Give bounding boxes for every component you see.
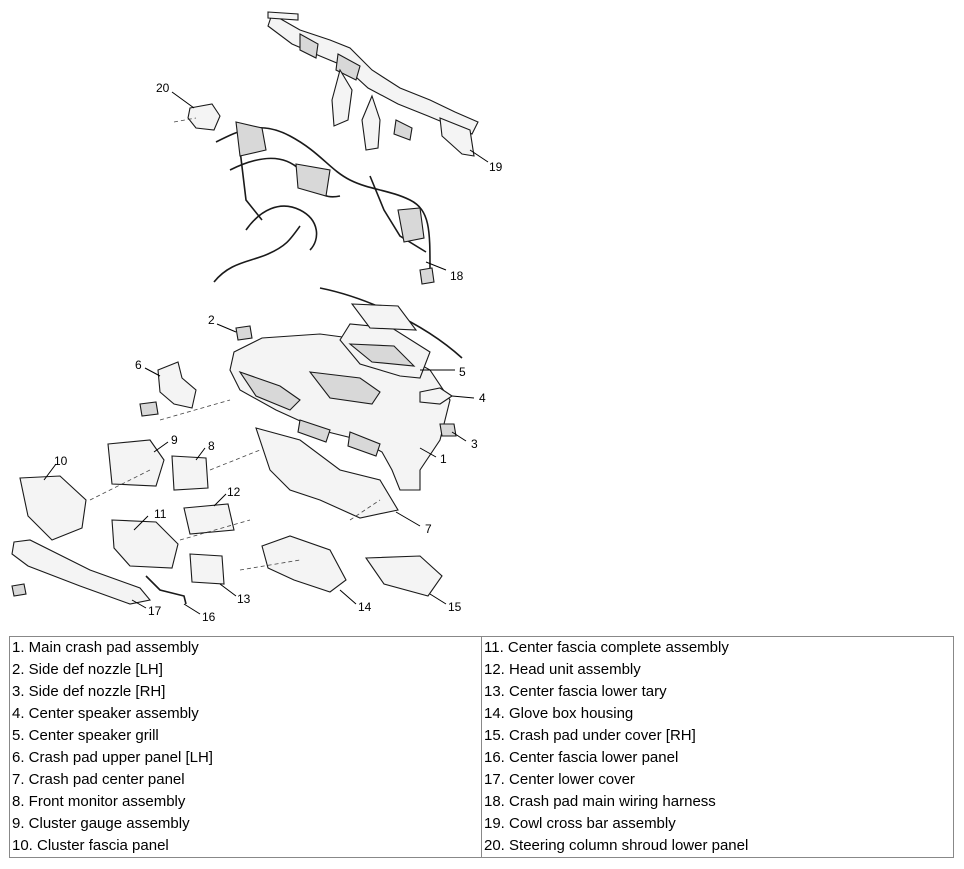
- callout-1: 1: [440, 452, 447, 466]
- legend-item: 11. Center fascia complete assembly: [481, 636, 954, 659]
- side-def-nozzle-rh-part: [439, 423, 457, 437]
- glove-box-part: [261, 535, 347, 593]
- callout-11: 11: [154, 507, 167, 521]
- callout-18: 18: [450, 269, 464, 283]
- callout-20: 20: [156, 81, 170, 95]
- center-fascia-lower-panel-part: [145, 575, 187, 605]
- small-vent-part: [139, 401, 159, 417]
- legend-item: 5. Center speaker grill: [9, 725, 482, 747]
- callout-7: 7: [425, 522, 432, 536]
- head-unit-part: [183, 503, 235, 535]
- cowl-cross-bar-part: [267, 11, 479, 157]
- legend-item: 13. Center fascia lower tary: [481, 681, 954, 703]
- legend-item: 10. Cluster fascia panel: [9, 835, 482, 858]
- callout-9: 9: [171, 433, 178, 447]
- speaker-grill-part: [319, 287, 463, 379]
- legend-item: 8. Front monitor assembly: [9, 791, 482, 813]
- legend-item: 4. Center speaker assembly: [9, 703, 482, 725]
- assembly-dash-lines: [89, 399, 381, 571]
- leader-lines: [43, 91, 489, 615]
- legend-item: 9. Cluster gauge assembly: [9, 813, 482, 835]
- cluster-fascia-part: [19, 475, 87, 541]
- legend-item: 20. Steering column shroud lower panel: [481, 835, 954, 858]
- legend-item: 15. Crash pad under cover [RH]: [481, 725, 954, 747]
- legend-item: 18. Crash pad main wiring harness: [481, 791, 954, 813]
- callout-3: 3: [471, 437, 478, 451]
- exploded-parts-diagram: 20 19 18 2 6 5 4 3 1 7 8 9 10 11 12 13 1…: [11, 11, 503, 624]
- callout-8: 8: [208, 439, 215, 453]
- callout-2: 2: [208, 313, 215, 327]
- callout-17: 17: [148, 604, 162, 618]
- legend-item: 14. Glove box housing: [481, 703, 954, 725]
- callout-6: 6: [135, 358, 142, 372]
- callout-15: 15: [448, 600, 462, 614]
- center-lower-cover-part: [11, 539, 152, 605]
- legend-row: 6. Crash pad upper panel [LH]16. Center …: [9, 747, 954, 769]
- crash-pad-upper-panel-lh-part: [157, 361, 197, 409]
- steering-shroud-part: [173, 103, 221, 131]
- callout-12: 12: [227, 485, 241, 499]
- center-fascia-lower-tray-part: [189, 553, 225, 585]
- front-monitor-part: [171, 455, 209, 491]
- side-def-nozzle-lh-part: [235, 325, 253, 341]
- cluster-gauge-part: [107, 439, 165, 487]
- legend-item: 1. Main crash pad assembly: [9, 636, 482, 659]
- legend-item: 6. Crash pad upper panel [LH]: [9, 747, 482, 769]
- center-speaker-part: [419, 387, 453, 405]
- legend-item: 12. Head unit assembly: [481, 659, 954, 681]
- callout-10: 10: [54, 454, 68, 468]
- legend-item: 3. Side def nozzle [RH]: [9, 681, 482, 703]
- callout-13: 13: [237, 592, 251, 606]
- callout-19: 19: [489, 160, 503, 174]
- knob-part: [11, 583, 27, 597]
- legend-row: 3. Side def nozzle [RH]13. Center fascia…: [9, 681, 954, 703]
- crash-pad-under-cover-part: [364, 555, 443, 597]
- legend-item: 16. Center fascia lower panel: [481, 747, 954, 769]
- legend-item: 7. Crash pad center panel: [9, 769, 482, 791]
- legend-row: 2. Side def nozzle [LH]12. Head unit ass…: [9, 659, 954, 681]
- legend-item: 19. Cowl cross bar assembly: [481, 813, 954, 835]
- callout-16: 16: [202, 610, 216, 624]
- wiring-harness-part: [213, 121, 435, 285]
- crash-pad-center-panel-part: [255, 427, 399, 519]
- legend-item: 17. Center lower cover: [481, 769, 954, 791]
- legend-item: 2. Side def nozzle [LH]: [9, 659, 482, 681]
- callout-5: 5: [459, 365, 466, 379]
- callout-14: 14: [358, 600, 372, 614]
- callout-4: 4: [479, 391, 486, 405]
- center-fascia-part: [111, 519, 179, 569]
